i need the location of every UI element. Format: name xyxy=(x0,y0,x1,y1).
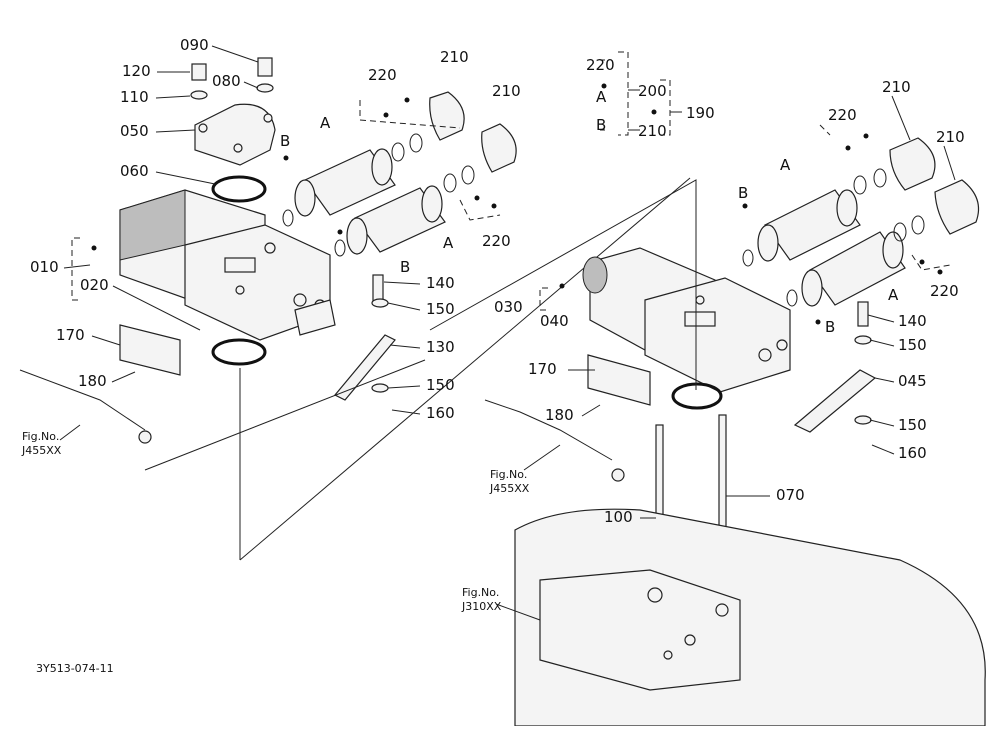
label-a-lower-left: A xyxy=(443,234,454,252)
diagram-code: 3Y513-074-11 xyxy=(36,662,114,675)
legend-190: 190 xyxy=(686,104,715,122)
clamp-210-upper-left xyxy=(429,91,465,141)
label-090: 090 xyxy=(180,36,209,54)
legend-220: 220 xyxy=(586,56,615,74)
cylinder-a-upper-left xyxy=(294,148,396,217)
label-100: 100 xyxy=(604,508,633,526)
label-180-right: 180 xyxy=(545,406,574,424)
label-b-upper-right: B xyxy=(738,184,748,202)
cable-right xyxy=(484,399,613,461)
washer-110 xyxy=(190,90,208,100)
cylinder-a-lower-left xyxy=(346,185,446,255)
fig-label-left: Fig.No. xyxy=(22,430,59,443)
valve-body-left xyxy=(119,189,336,341)
label-220-upper-right: 220 xyxy=(828,106,857,124)
label-210-upper-right: 210 xyxy=(882,78,911,96)
cylinder-a-upper-right xyxy=(757,189,861,262)
fig-code-right: J455XX xyxy=(489,482,530,495)
label-b-lower-right: B xyxy=(825,318,835,336)
label-140-right: 140 xyxy=(898,312,927,330)
label-130: 130 xyxy=(426,338,455,356)
fig-code-left: J455XX xyxy=(21,444,62,457)
label-a-upper-left: A xyxy=(320,114,331,132)
nut-090 xyxy=(257,57,273,77)
label-070: 070 xyxy=(776,486,805,504)
label-030: 030 xyxy=(494,298,523,316)
label-140-left: 140 xyxy=(426,274,455,292)
reference-dots xyxy=(91,83,943,325)
bracket-170-left xyxy=(119,324,181,376)
mounting-pad xyxy=(539,569,741,691)
washer-080 xyxy=(256,83,274,93)
legend-210: 210 xyxy=(638,122,667,140)
label-160-left: 160 xyxy=(426,404,455,422)
label-080: 080 xyxy=(212,72,241,90)
legend-b: B xyxy=(596,116,606,134)
label-210-lower-right: 210 xyxy=(936,128,965,146)
label-120: 120 xyxy=(122,62,151,80)
sleeve-210-upper-right xyxy=(889,137,936,191)
cable-left xyxy=(19,369,146,431)
label-170-left: 170 xyxy=(56,326,85,344)
label-220-lower-left: 220 xyxy=(482,232,511,250)
label-220-upper-left: 220 xyxy=(368,66,397,84)
nut-120 xyxy=(191,63,207,81)
label-020: 020 xyxy=(80,276,109,294)
label-010: 010 xyxy=(30,258,59,276)
clamp-210-lower-left xyxy=(481,123,517,173)
o-ring-060 xyxy=(211,175,267,203)
fig-label-bottom: Fig.No. xyxy=(462,586,499,599)
sleeve-210-lower-right xyxy=(934,179,980,235)
label-b-upper-left: B xyxy=(280,132,290,150)
o-ring-020 xyxy=(211,338,267,366)
legend-a: A xyxy=(596,88,607,106)
stud-bolt-070 xyxy=(718,414,727,543)
label-050: 050 xyxy=(120,122,149,140)
label-a-upper-right: A xyxy=(780,156,791,174)
label-060: 060 xyxy=(120,162,149,180)
bolt-140-right xyxy=(857,301,869,327)
label-160-right: 160 xyxy=(898,444,927,462)
fig-label-right: Fig.No. xyxy=(490,468,527,481)
label-180-left: 180 xyxy=(78,372,107,390)
bracket-170-right xyxy=(587,354,651,406)
label-210-lower-left: 210 xyxy=(492,82,521,100)
valve-body-right xyxy=(582,247,791,393)
label-150-upper-left: 150 xyxy=(426,300,455,318)
bolt-140-left xyxy=(372,274,384,302)
label-150-upper-right: 150 xyxy=(898,336,927,354)
label-210-upper-left: 210 xyxy=(440,48,469,66)
label-220-lower-right: 220 xyxy=(930,282,959,300)
label-b-lower-left: B xyxy=(400,258,410,276)
label-040: 040 xyxy=(540,312,569,330)
cover-plate-left xyxy=(194,103,276,166)
fig-code-bottom: J310XX xyxy=(461,600,502,613)
lever-130 xyxy=(334,334,396,401)
label-110: 110 xyxy=(120,88,149,106)
legend-200: 200 xyxy=(638,82,667,100)
o-ring-040 xyxy=(671,382,723,410)
label-150-lower-right: 150 xyxy=(898,416,927,434)
label-150-lower-left: 150 xyxy=(426,376,455,394)
label-a-lower-right: A xyxy=(888,286,899,304)
label-045: 045 xyxy=(898,372,927,390)
cylinder-a-lower-right xyxy=(801,231,906,307)
label-170-right: 170 xyxy=(528,360,557,378)
